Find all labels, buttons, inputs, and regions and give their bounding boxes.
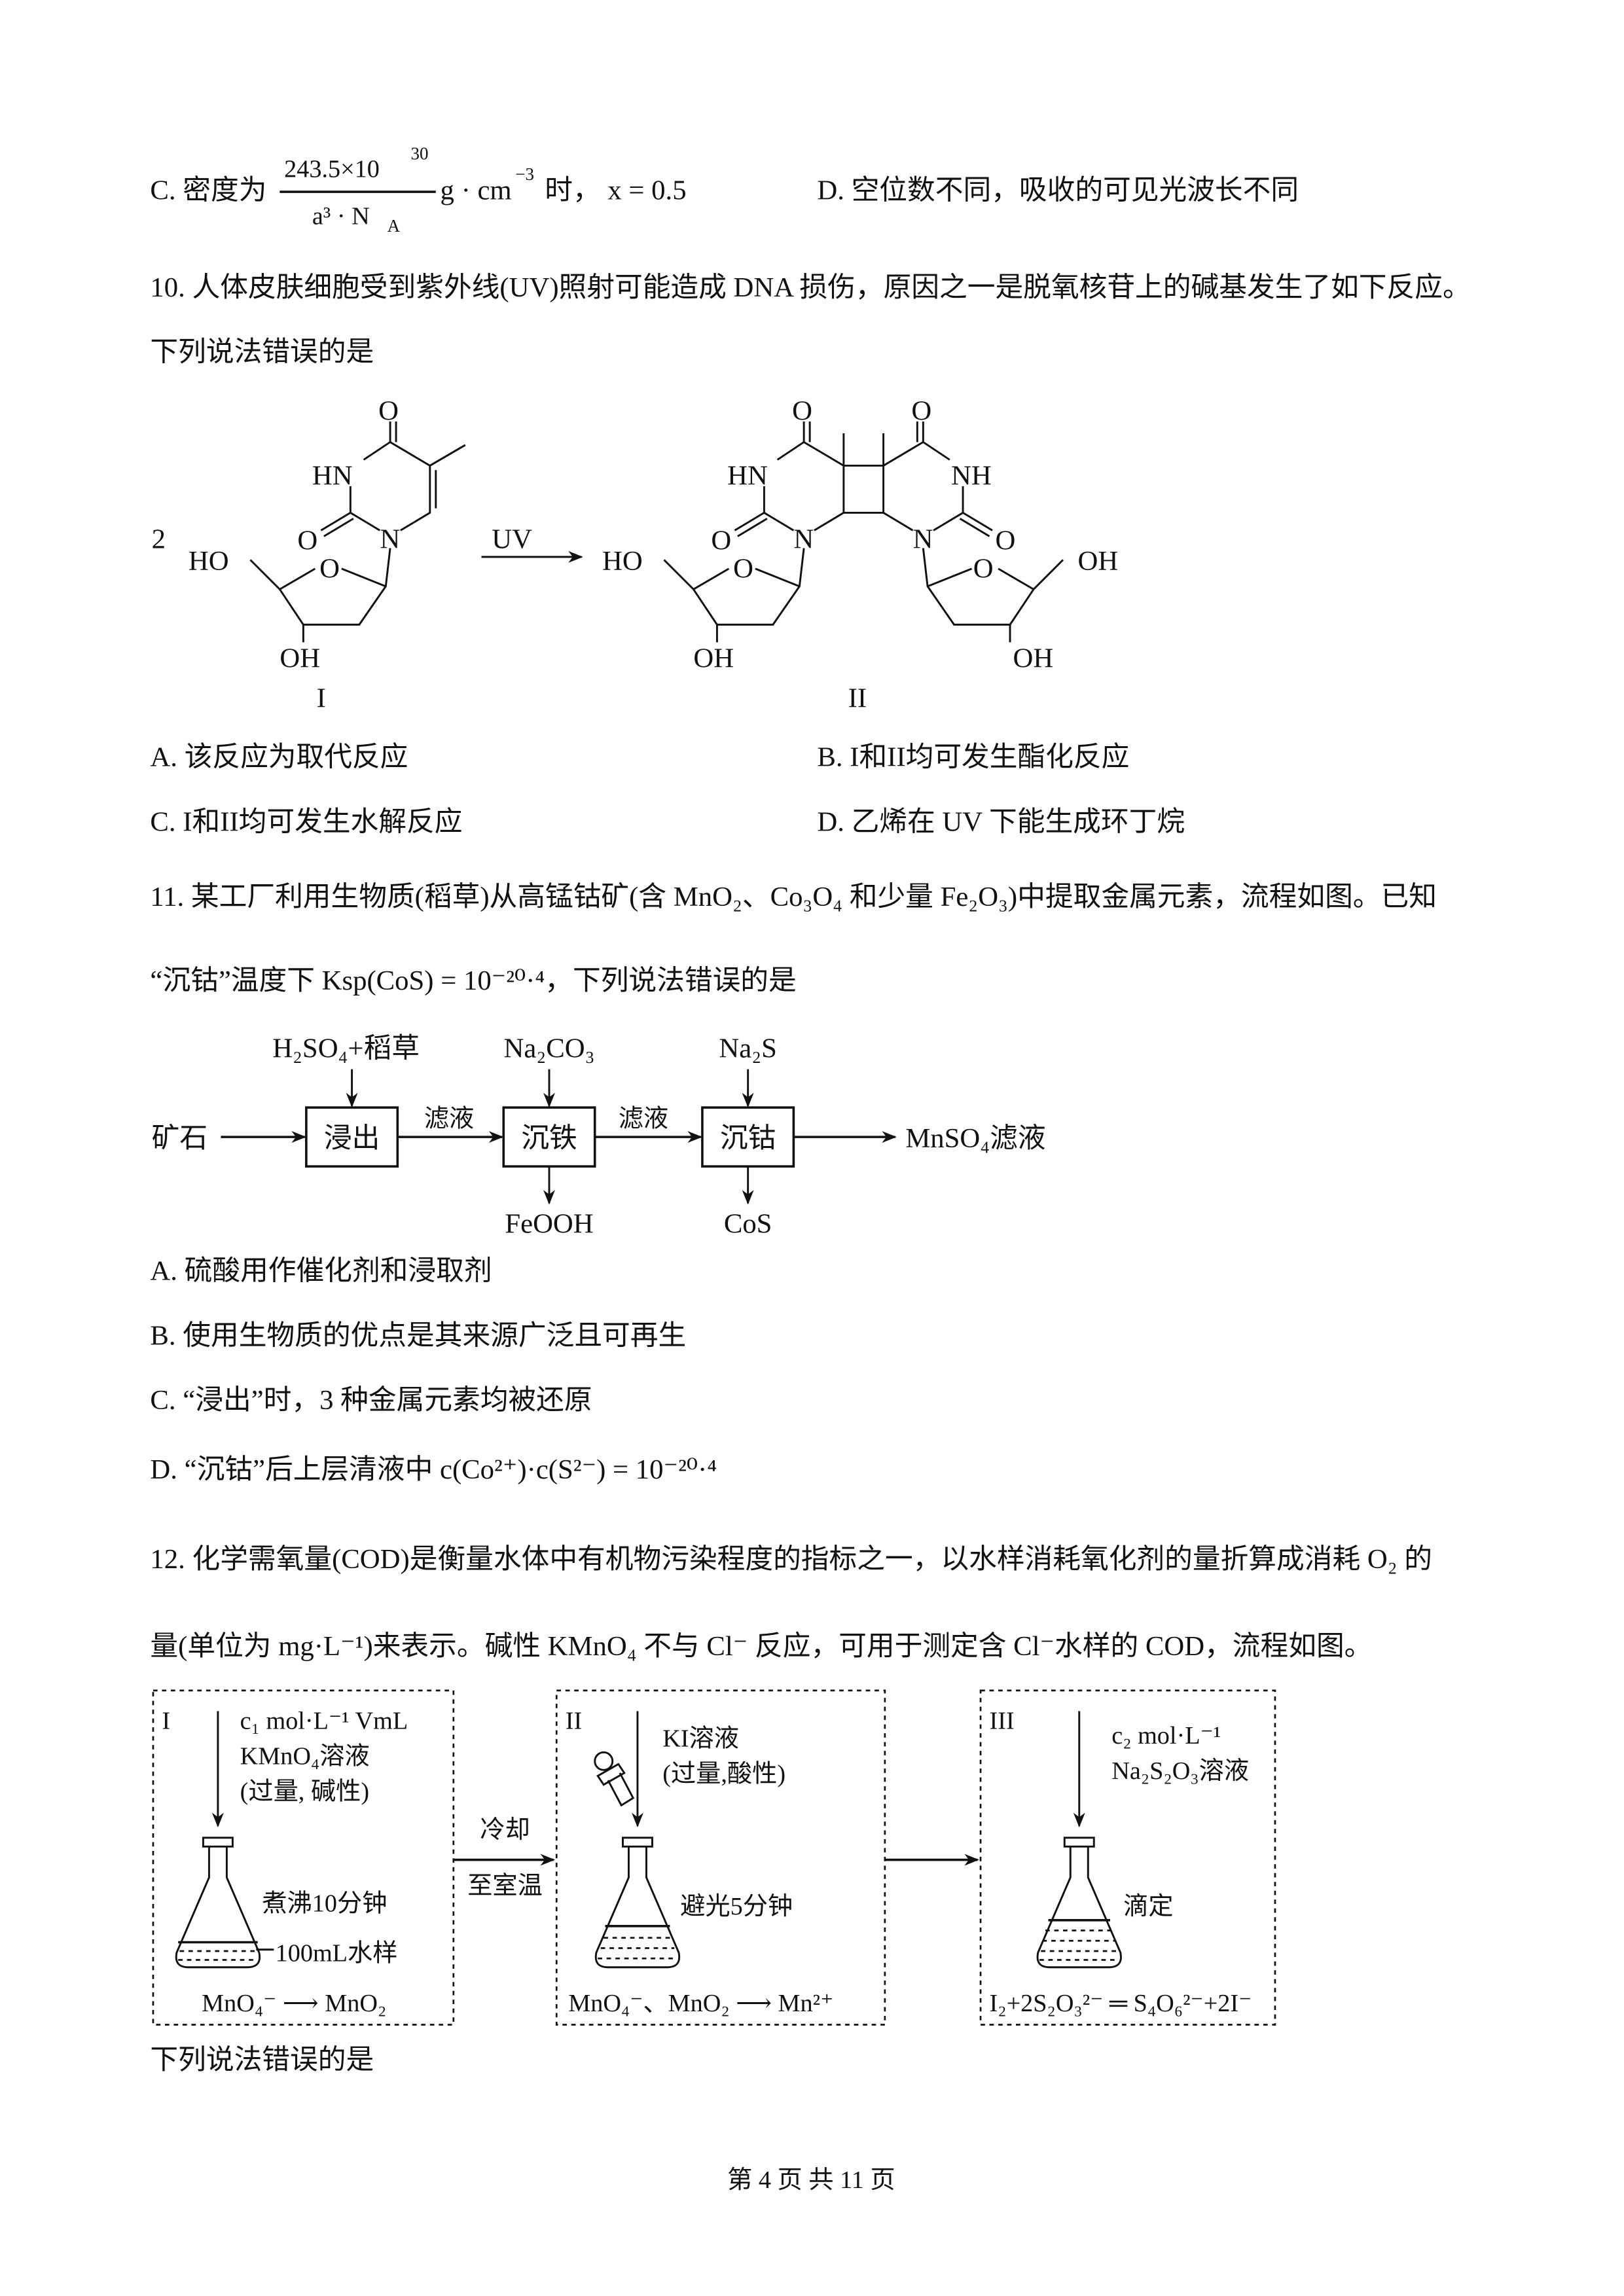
atom-o: O — [733, 553, 753, 584]
reagent: Na₂CO₃ — [504, 1033, 595, 1064]
coefficient: 2 — [152, 524, 166, 554]
reagent: Na₂S — [719, 1033, 776, 1064]
equation: MnO₄⁻ ⟶ MnO₂ — [202, 1990, 386, 2017]
step-note: 避光5分钟 — [680, 1892, 793, 1920]
step-box-iii — [979, 1689, 1276, 2026]
atom-o: O — [297, 526, 317, 556]
reagent-line: KMnO₄溶液 — [240, 1742, 370, 1770]
atom-hn: HN — [312, 461, 353, 492]
atom-nh: NH — [951, 461, 992, 492]
transfer-label: 至室温 — [467, 1871, 543, 1899]
reagent-line: c₂ mol·L⁻¹ — [1111, 1722, 1221, 1749]
atom-o: O — [711, 526, 731, 556]
reagent-line: (过量, 碱性) — [240, 1778, 369, 1805]
atom-o: O — [378, 396, 399, 427]
flask-icon — [1036, 1837, 1122, 1969]
q11-flowchart: 矿石 浸出 沉铁 沉钴 滤液 滤液 MnSO₄滤液 H₂SO₄+稻草 Na₂CO… — [152, 1033, 1046, 1240]
step-box-ii — [555, 1689, 886, 2026]
equation: MnO₄⁻、MnO₂ ⟶ Mn²⁺ — [568, 1990, 833, 2017]
filtrate-label: 滤液 — [424, 1104, 474, 1132]
atom-o: O — [973, 553, 994, 584]
q12-stem-line2: 量(单位为 mg·L⁻¹)来表示。碱性 KMnO₄ 不与 Cl⁻ 反应，可用于测… — [150, 1630, 1372, 1662]
atom-ho: HO — [602, 546, 643, 577]
atom-oh: OH — [280, 643, 320, 674]
q11-option-c: C. “浸出”时，3 种金属元素均被还原 — [150, 1384, 592, 1416]
q10-option-d: D. 乙烯在 UV 下能生成环丁烷 — [817, 806, 1185, 837]
box-label: II — [566, 1707, 582, 1734]
flow-output: MnSO₄滤液 — [905, 1123, 1045, 1154]
option-c-suffix: 时， x = 0.5 — [545, 175, 686, 206]
q10-stem: 10. 人体皮肤细胞受到紫外线(UV)照射可能造成 DNA 损伤，原因之一是脱氧… — [150, 272, 1470, 303]
q9-option-c: C. 密度为 243.5×10 30 a³ · N A g · cm −3 时，… — [150, 144, 686, 236]
dropper-icon — [594, 1751, 635, 1807]
step-note: 煮沸10分钟 — [262, 1890, 387, 1917]
q12-procedure: I c₁ mol·L⁻¹ VmL KMnO₄溶液 (过量, 碱性) 煮沸10分钟… — [152, 1689, 1276, 2026]
atom-hn: HN — [727, 461, 768, 492]
reagent-line: (过量,酸性) — [662, 1760, 785, 1787]
option-c-prefix: C. 密度为 — [150, 174, 266, 206]
unit-exponent: −3 — [515, 164, 534, 184]
page-footer: 第 4 页 共 11 页 — [727, 2166, 895, 2194]
q11-option-d: D. “沉钴”后上层清液中 c(Co²⁺)·c(S²⁻) = 10⁻²⁰·⁴ — [150, 1454, 717, 1485]
flow-input: 矿石 — [152, 1123, 208, 1154]
step-note: 滴定 — [1123, 1892, 1173, 1920]
label-ii: II — [848, 683, 867, 713]
box-label: III — [990, 1707, 1015, 1734]
label-i: I — [317, 683, 326, 713]
step-cobalt: 沉钴 — [720, 1123, 776, 1154]
q11-stem: 11. 某工厂利用生物质(稻草)从高锰钴矿(含 MnO₂、Co₃O₄ 和少量 F… — [150, 881, 1437, 912]
q10-stem-line2: 下列说法错误的是 — [150, 337, 374, 368]
molecule-ii: O O HN NH N N O O O HO OH O OH OH II — [602, 396, 1118, 714]
q10-option-b: B. I和II均可发生酯化反应 — [817, 741, 1129, 772]
atom-o: O — [911, 396, 931, 427]
flask-icon — [594, 1837, 681, 1969]
fraction-denominator: a³ · N — [312, 203, 370, 230]
q10-option-a: A. 该反应为取代反应 — [150, 741, 408, 772]
atom-oh: OH — [1013, 643, 1054, 674]
reagent-line: Na₂S₂O₃溶液 — [1111, 1757, 1249, 1785]
reagent: H₂SO₄+稻草 — [272, 1033, 420, 1064]
atom-o: O — [792, 396, 812, 427]
atom-o: O — [996, 526, 1016, 556]
flask-icon — [175, 1837, 261, 1969]
q11-option-b: B. 使用生物质的优点是其来源广泛且可再生 — [150, 1320, 686, 1351]
sample-label: 100mL水样 — [276, 1940, 398, 1967]
unit: g · cm — [441, 175, 512, 206]
filtrate-label: 滤液 — [619, 1104, 668, 1132]
fraction-numerator: 243.5×10 — [284, 156, 380, 183]
uv-label: UV — [492, 524, 532, 554]
product: CoS — [724, 1208, 772, 1239]
denominator-subscript: A — [388, 216, 401, 236]
q10-option-c: C. I和II均可发生水解反应 — [150, 806, 462, 837]
transfer-label: 冷却 — [480, 1816, 530, 1844]
numerator-exponent: 30 — [411, 144, 429, 164]
step-box-i — [152, 1689, 455, 2026]
atom-oh: OH — [693, 643, 734, 674]
atom-o: O — [319, 553, 340, 584]
product: FeOOH — [505, 1208, 593, 1239]
q12-stem: 12. 化学需氧量(COD)是衡量水体中有机物污染程度的指标之一，以水样消耗氧化… — [150, 1543, 1432, 1575]
box-label: I — [162, 1707, 170, 1734]
q9-option-d: D. 空位数不同，吸收的可见光波长不同 — [817, 174, 1299, 206]
q11-stem-line2: “沉钴”温度下 Ksp(CoS) = 10⁻²⁰·⁴，下列说法错误的是 — [150, 965, 796, 996]
step-iron: 沉铁 — [521, 1123, 577, 1154]
reagent-line: c₁ mol·L⁻¹ VmL — [240, 1707, 408, 1734]
equation: I₂+2S₂O₃²⁻ ═ S₄O₆²⁻+2I⁻ — [990, 1990, 1252, 2017]
molecule-i: O HN N O O HO OH I — [189, 396, 466, 713]
reagent-line: KI溶液 — [662, 1724, 739, 1752]
reaction-scheme: 2 O HN N O O HO OH I UV O O HN NH N N O — [152, 396, 1119, 714]
q12-stem-line3: 下列说法错误的是 — [150, 2045, 374, 2075]
q11-option-a: A. 硫酸用作催化剂和浸取剂 — [150, 1255, 492, 1286]
step-leach: 浸出 — [324, 1123, 380, 1154]
atom-oh: OH — [1078, 546, 1119, 577]
atom-ho: HO — [189, 546, 229, 577]
